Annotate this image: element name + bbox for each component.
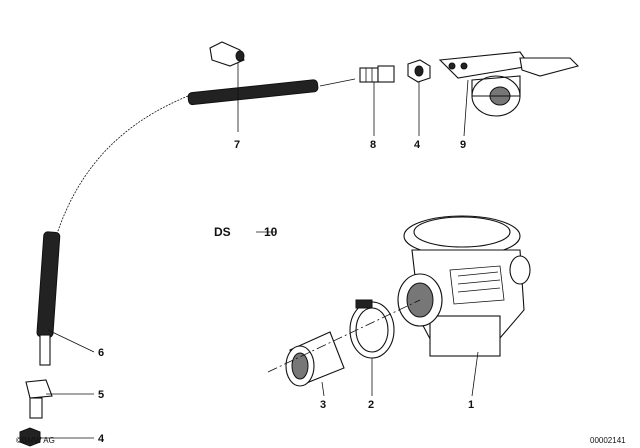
cable-adjuster-screw <box>359 65 395 83</box>
hex-nut <box>407 59 431 83</box>
group-number: 10 <box>264 225 278 239</box>
intake-hose <box>285 331 345 387</box>
group-code: DS <box>214 225 231 239</box>
callout-2: 2 <box>368 399 374 411</box>
copyright-label: ©BMW AG <box>16 436 55 445</box>
lower-adjuster <box>25 379 53 419</box>
callout-5: 5 <box>98 389 104 401</box>
callout-1: 1 <box>468 399 474 411</box>
callout-4-bottom: 4 <box>98 433 105 445</box>
lower-hex-nut <box>19 427 41 447</box>
carburetor <box>397 215 531 357</box>
callout-6: 6 <box>98 347 104 359</box>
callout-7: 7 <box>234 139 240 151</box>
choke-lever <box>438 51 580 117</box>
callout-4-top: 4 <box>414 139 421 151</box>
cable-nipple <box>209 41 245 67</box>
throttle-cable <box>36 78 356 366</box>
leader-lines <box>40 62 479 439</box>
callout-8: 8 <box>370 139 376 151</box>
callout-9: 9 <box>460 139 466 151</box>
hose-clamp <box>349 299 395 359</box>
callout-3: 3 <box>320 399 326 411</box>
image-number: 00002141 <box>590 436 626 445</box>
